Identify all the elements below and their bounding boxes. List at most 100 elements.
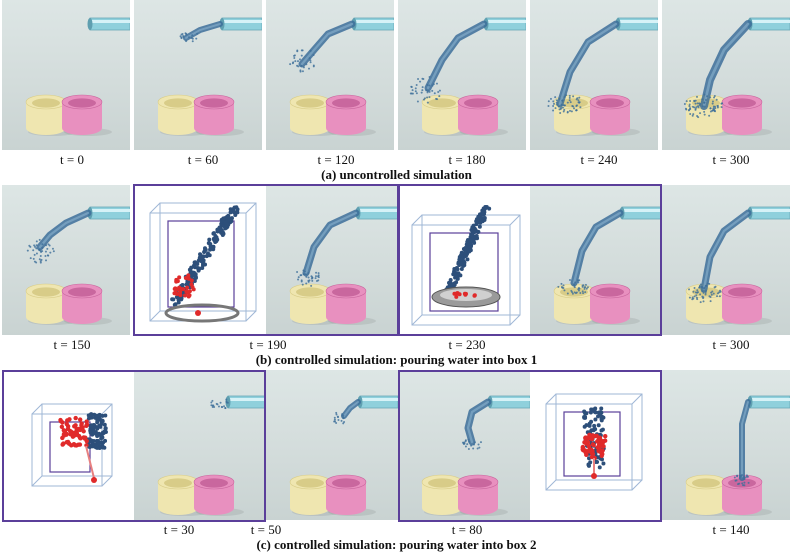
sim-frame xyxy=(134,0,262,150)
red-particle xyxy=(586,436,591,441)
bounding-box xyxy=(31,413,103,487)
red-particle xyxy=(177,275,182,280)
target-box xyxy=(429,232,499,312)
red-particle xyxy=(62,428,68,434)
red-particle xyxy=(69,443,74,448)
pink-box xyxy=(193,474,244,516)
yellow-box xyxy=(421,474,472,516)
red-particle xyxy=(67,428,73,434)
time-label: t = 190 xyxy=(249,337,287,352)
sim-frame xyxy=(398,0,526,150)
red-particle xyxy=(185,290,190,295)
spout-pipe xyxy=(359,395,398,409)
time-label: t = 300 xyxy=(712,337,750,352)
red-particle xyxy=(175,279,180,284)
red-particle xyxy=(454,294,459,299)
spout-pipe xyxy=(749,206,790,220)
red-particle xyxy=(84,419,89,424)
time-label: t = 120 xyxy=(317,152,355,167)
particle-view xyxy=(134,185,266,335)
water-stream xyxy=(36,209,92,251)
pink-box xyxy=(325,474,376,516)
time-label: t = 300 xyxy=(712,152,750,167)
particle-view xyxy=(2,370,134,520)
red-particle xyxy=(84,423,89,429)
spout-pipe xyxy=(617,17,658,31)
sim-frame xyxy=(2,185,130,335)
pink-box xyxy=(61,94,112,136)
red-particle xyxy=(586,448,591,454)
sim-frame xyxy=(662,0,790,150)
yellow-box xyxy=(289,283,340,325)
sim-frame xyxy=(662,370,790,520)
red-particle xyxy=(186,276,191,281)
red-particle xyxy=(452,291,457,296)
water-stream xyxy=(700,20,752,110)
pink-box xyxy=(721,94,772,136)
sim-frame xyxy=(134,370,266,520)
red-particle xyxy=(584,452,589,458)
time-label: t = 180 xyxy=(448,152,486,167)
water-stream xyxy=(302,209,360,277)
pink-box xyxy=(325,94,376,136)
bounding-box xyxy=(411,224,511,326)
red-particle xyxy=(72,431,77,436)
red-particle xyxy=(78,436,83,441)
red-particle xyxy=(596,442,602,447)
row-b-caption: (b) controlled simulation: pouring water… xyxy=(255,352,538,367)
red-particle xyxy=(589,436,595,442)
red-particle xyxy=(603,433,608,439)
red-particle xyxy=(175,292,180,297)
pink-box xyxy=(325,283,376,325)
red-particle xyxy=(77,417,83,422)
red-particle xyxy=(178,293,183,298)
red-particle xyxy=(584,440,589,446)
bounding-box xyxy=(545,403,633,491)
red-particle xyxy=(64,439,70,445)
red-particle xyxy=(189,282,194,287)
red-particle xyxy=(598,449,604,454)
yellow-box xyxy=(157,94,208,136)
spout-pipe xyxy=(749,395,790,409)
spout-pipe xyxy=(221,17,262,31)
spout-pipe xyxy=(489,395,530,409)
row-a-caption: (a) uncontrolled simulation xyxy=(321,167,472,182)
row-c-caption: (c) controlled simulation: pouring water… xyxy=(256,537,537,552)
red-particle xyxy=(61,433,67,438)
red-particle xyxy=(183,275,188,280)
red-particle xyxy=(68,432,73,437)
red-particle xyxy=(178,289,183,294)
time-label: t = 50 xyxy=(250,522,282,537)
pink-box xyxy=(721,474,772,516)
spout-pipe xyxy=(357,206,398,220)
spout-pipe xyxy=(227,395,266,409)
red-particle xyxy=(599,453,604,459)
red-particle xyxy=(73,423,78,428)
target-box xyxy=(167,220,235,308)
pink-box xyxy=(457,94,508,136)
water-stream xyxy=(570,209,624,287)
spout-pipe xyxy=(89,17,130,31)
time-label: t = 230 xyxy=(448,337,486,352)
red-particle xyxy=(580,447,585,452)
red-particle xyxy=(177,285,182,290)
water-stream xyxy=(424,20,488,92)
control-arrow xyxy=(85,445,95,479)
red-particle xyxy=(600,440,605,445)
sim-frame xyxy=(266,0,394,150)
spout-pipe xyxy=(621,206,662,220)
particle-view xyxy=(398,185,530,335)
red-particle xyxy=(60,442,65,447)
sim-frame xyxy=(530,0,658,150)
yellow-box xyxy=(289,94,340,136)
spout-pipe xyxy=(749,17,790,31)
sim-frame xyxy=(398,370,530,520)
particle-view xyxy=(530,370,662,520)
time-label: t = 80 xyxy=(451,522,483,537)
red-particle xyxy=(472,293,477,298)
red-particle xyxy=(185,285,190,290)
red-particle xyxy=(76,442,81,447)
red-particle xyxy=(82,436,88,441)
yellow-box xyxy=(25,94,76,136)
pink-box xyxy=(193,94,244,136)
